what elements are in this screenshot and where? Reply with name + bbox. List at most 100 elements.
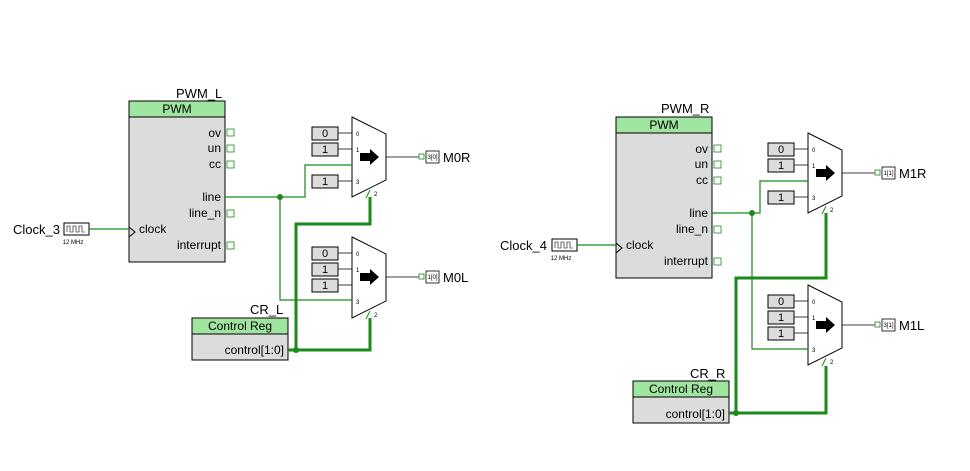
mux-m0r-arrow-icon — [360, 149, 379, 165]
mux-m1r-pin-icon — [881, 166, 896, 180]
mux-m0l-pin-tag: 1[0] — [427, 275, 437, 281]
mux-m0l-pin-icon — [425, 270, 440, 284]
clock-4-symbol — [551, 238, 578, 252]
cr-l-pin-control: control[1:0] — [225, 343, 284, 357]
mux-m0l-arrow-icon — [360, 269, 379, 285]
pwm-r-line-junction — [749, 210, 755, 216]
mux-m1r-idx-3: 3 — [812, 196, 816, 202]
pwm-l-body — [128, 116, 226, 263]
mux-m1r-const-1-value: 1 — [778, 160, 784, 172]
mux-m1l-const-1-value: 1 — [778, 312, 784, 324]
mux-m0l-const-2 — [311, 278, 339, 293]
mux-m1r-const-3 — [767, 190, 795, 205]
pwm-l-pin-line: line — [202, 190, 221, 204]
mux-m1l-pin-icon — [881, 318, 896, 332]
cr-l-bus-junction — [293, 347, 299, 353]
mux-m1l-const-2-value: 1 — [778, 328, 784, 340]
cr-r-pin-control: control[1:0] — [666, 407, 725, 421]
mux-m1l[interactable]: 0 1 1 0 1 3 2 3[1] M1L — [767, 284, 924, 367]
mux-m1l-pin-tag: 3[1] — [883, 323, 893, 329]
mux-m1r-const-0 — [767, 142, 795, 157]
cr-l-component[interactable]: CR_L Control Reg control[1:0] — [191, 302, 289, 361]
mux-m1r-pin-tag: 1[1] — [883, 171, 893, 177]
pwm-r-pin-interrupt: interrupt — [664, 254, 709, 268]
pwm-r-clock-triangle — [615, 242, 623, 254]
pwm-l-instance-name: PWM_L — [176, 86, 222, 101]
cr-l-header-label: Control Reg — [208, 319, 272, 333]
cr-l-instance-name: CR_L — [250, 302, 283, 317]
clock-3-frequency: 12 MHz — [63, 240, 84, 246]
mux-m1r-const-0-value: 0 — [778, 144, 784, 156]
pwm-l-pin-cc: cc — [209, 157, 221, 171]
clock-4-name: Clock_4 — [500, 238, 547, 253]
pwm-r-line-n-terminal — [713, 225, 722, 234]
mux-m1r-const-1 — [767, 158, 795, 173]
pwm-r-pin-ov: ov — [695, 142, 708, 156]
mux-m1r-input-stubs — [794, 148, 808, 198]
pwm-l-component[interactable]: PWM_L PWM ov un cc line line_n interrupt… — [128, 86, 235, 263]
mux-m1r-sel-slash — [821, 205, 827, 215]
mux-m0r-output-dot — [418, 153, 425, 160]
mux-m0l-idx-3: 3 — [356, 300, 360, 306]
mux-m1r-sel-width: 2 — [830, 208, 834, 214]
clock-3-symbol — [63, 222, 90, 236]
mux-m1l-output-dot — [874, 321, 881, 328]
cr-r-body — [632, 396, 730, 424]
right-circuit: PWM_R PWM ov un cc line line_n interrupt… — [500, 101, 926, 424]
mux-m0r-const-0-value: 0 — [322, 128, 328, 140]
pwm-l-line-junction — [277, 194, 283, 200]
mux-m1r-idx-0: 0 — [812, 148, 816, 154]
mux-m0r[interactable]: 0 1 1 0 1 3 2 3[0] M0R — [311, 116, 470, 199]
mux-m0r-const-1 — [311, 142, 339, 157]
mux-m0r-output-label: M0R — [443, 150, 470, 165]
mux-m1l-idx-1: 1 — [812, 316, 816, 322]
mux-m0l-const-1-value: 1 — [322, 264, 328, 276]
pwm-l-header-label: PWM — [162, 102, 191, 116]
mux-m0r-const-1-value: 1 — [322, 144, 328, 156]
mux-m1l-const-0 — [767, 294, 795, 309]
mux-m0l-output-dot — [418, 273, 425, 280]
mux-m1l-arrow-icon — [816, 317, 835, 333]
mux-m1l-idx-0: 0 — [812, 300, 816, 306]
mux-m1l-const-1 — [767, 310, 795, 325]
mux-m0r-sel-width: 2 — [374, 192, 378, 198]
mux-m0l-output-label: M0L — [443, 270, 468, 285]
mux-m0r-sel-slash — [365, 189, 371, 199]
mux-m1l-sel-slash — [821, 357, 827, 367]
pwm-l-cc-terminal — [226, 160, 235, 169]
pwm-r-ov-terminal — [713, 144, 722, 153]
clock-3-name: Clock_3 — [13, 222, 60, 237]
mux-m0l[interactable]: 0 1 1 0 1 3 2 1[0] M0L — [311, 236, 468, 320]
clock-3-waveform-icon — [66, 225, 85, 233]
clock-4-waveform-icon — [554, 241, 573, 249]
mux-m1r[interactable]: 0 1 1 0 1 3 2 1[1] M1R — [767, 132, 926, 215]
pwm-r-component[interactable]: PWM_R PWM ov un cc line line_n interrupt… — [615, 101, 722, 279]
mux-m1r-output-label: M1R — [899, 166, 926, 181]
mux-m1r-const-3-value: 1 — [778, 192, 784, 204]
pwm-r-line-net-bottom — [751, 213, 808, 350]
pwm-r-pin-clock: clock — [626, 238, 654, 252]
cr-l-body — [191, 333, 289, 361]
cr-r-instance-name: CR_R — [690, 366, 725, 381]
pwm-r-interrupt-terminal — [713, 257, 722, 266]
cr-r-header-label: Control Reg — [649, 382, 713, 396]
pwm-l-pin-un: un — [208, 141, 221, 155]
pwm-l-pin-interrupt: interrupt — [177, 238, 222, 252]
clock-3-component[interactable]: Clock_3 12 MHz — [13, 222, 90, 246]
cr-l-control-bus-top — [294, 197, 372, 350]
mux-m0r-pin-tag: 3[0] — [427, 155, 437, 161]
clock-4-component[interactable]: Clock_4 12 MHz — [500, 238, 578, 262]
cr-l-control-bus-bottom — [288, 318, 372, 352]
mux-m1r-output-dot — [874, 169, 881, 176]
pwm-l-line-net-bottom — [279, 197, 352, 301]
mux-m0l-idx-0: 0 — [356, 252, 360, 258]
pwm-l-line-net-top — [225, 164, 352, 198]
mux-m0r-const-3 — [311, 174, 339, 189]
pwm-l-clock-triangle — [128, 226, 136, 238]
mux-m1l-idx-3: 3 — [812, 348, 816, 354]
pwm-r-cc-terminal — [713, 176, 722, 185]
pwm-l-pin-clock: clock — [139, 222, 167, 236]
cr-r-component[interactable]: CR_R Control Reg control[1:0] — [632, 366, 730, 424]
cr-r-bus-junction — [733, 410, 739, 416]
